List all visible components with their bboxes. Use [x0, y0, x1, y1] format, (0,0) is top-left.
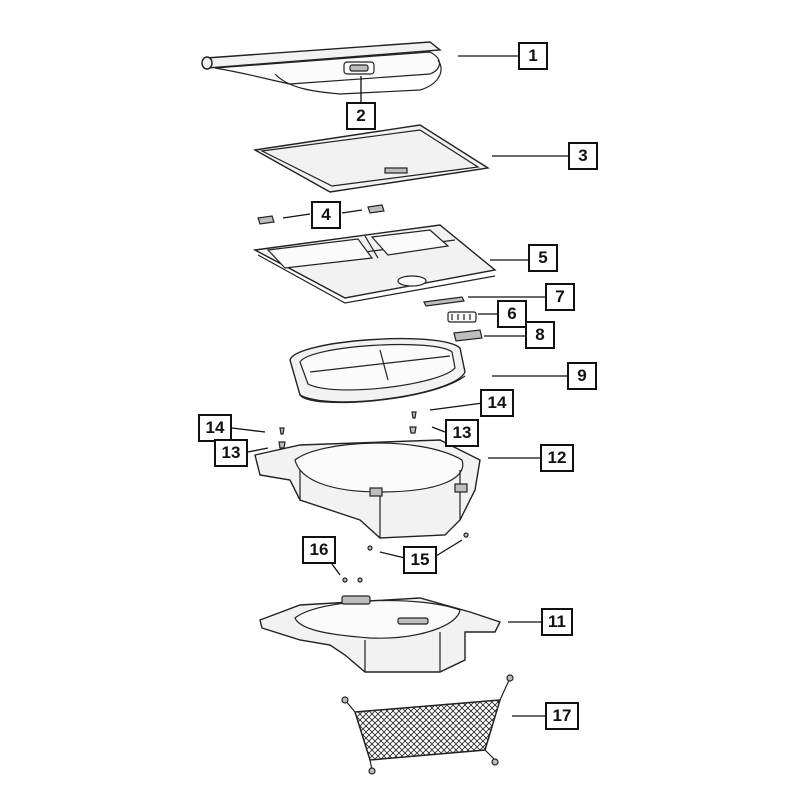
leader-lines — [231, 55, 568, 717]
callout-8: 8 — [525, 321, 555, 349]
callout-13-left: 13 — [214, 439, 248, 467]
callout-9: 9 — [567, 362, 597, 390]
load-floor-part-3 — [252, 124, 490, 193]
lower-tray-part-11 — [259, 595, 501, 673]
callout-14-right: 14 — [480, 389, 514, 417]
callout-17: 17 — [545, 702, 579, 730]
floor-panel-part-5 — [252, 224, 497, 304]
callout-4: 4 — [311, 201, 341, 229]
tire-well-tray-part-12 — [254, 439, 481, 539]
fastener-parts-15-16 — [342, 532, 469, 583]
callout-6: 6 — [497, 300, 527, 328]
callout-16: 16 — [302, 536, 336, 564]
latch-part-6 — [447, 311, 477, 323]
callout-15: 15 — [403, 546, 437, 574]
callout-2: 2 — [346, 102, 376, 130]
cargo-cover-handle-part-2 — [343, 61, 375, 75]
storage-bin-part-9 — [289, 337, 466, 404]
latch-part-8 — [453, 329, 483, 342]
callout-14-left: 14 — [198, 414, 232, 442]
callout-12: 12 — [540, 444, 574, 472]
callout-7: 7 — [545, 283, 575, 311]
cargo-net-part-17 — [341, 674, 514, 775]
callout-11: 11 — [541, 608, 573, 636]
callout-13-right: 13 — [445, 419, 479, 447]
bracket-part-7 — [423, 296, 465, 307]
cargo-cover-part-1 — [201, 41, 442, 95]
callout-5: 5 — [528, 244, 558, 272]
callout-1: 1 — [518, 42, 548, 70]
clip-parts-4 — [257, 204, 385, 225]
callout-3: 3 — [568, 142, 598, 170]
screw-parts-13-14 — [278, 411, 417, 449]
